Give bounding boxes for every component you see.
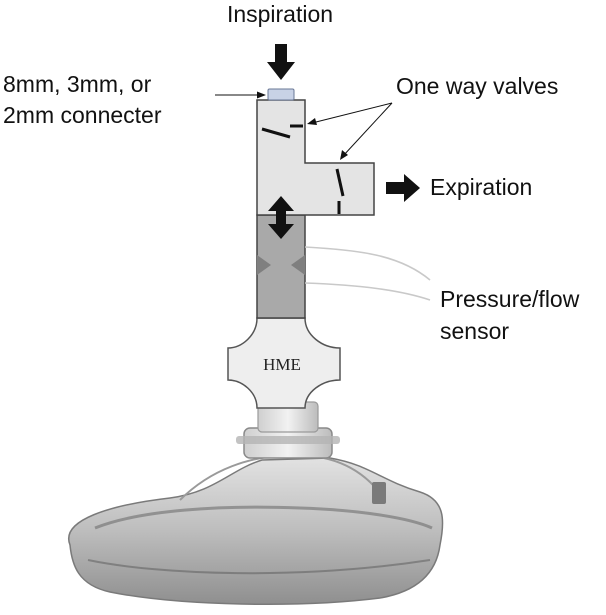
- connector-label-line2: 2mm connecter: [3, 102, 162, 128]
- arrow-right-icon: [386, 174, 420, 202]
- sensor-label-line2: sensor: [440, 318, 509, 344]
- hme-filter: HME: [228, 318, 340, 408]
- expiration-label: Expiration: [430, 174, 532, 200]
- face-mask: [69, 402, 443, 604]
- inspiration-label: Inspiration: [227, 1, 333, 27]
- sensor-label-line1: Pressure/flow: [440, 286, 580, 312]
- arrow-down-icon: [267, 44, 295, 80]
- connector-label-line1: 8mm, 3mm, or: [3, 71, 152, 97]
- valve-body: [257, 89, 374, 215]
- one-way-valves-label: One way valves: [396, 73, 558, 99]
- hme-label: HME: [263, 355, 301, 374]
